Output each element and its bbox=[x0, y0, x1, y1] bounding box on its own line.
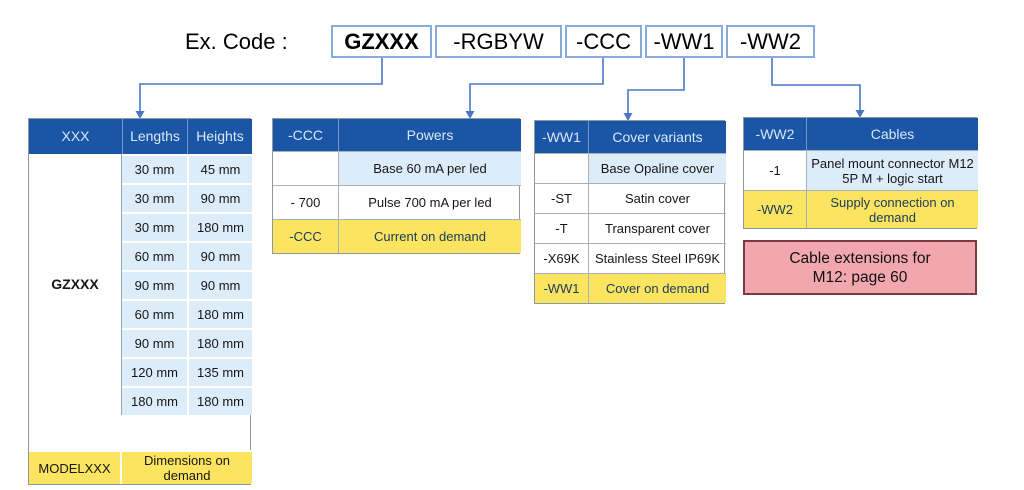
dim-length-cell: 30 mm bbox=[122, 183, 187, 212]
dim-height-cell: 135 mm bbox=[187, 357, 252, 386]
connector-line-ccc bbox=[469, 58, 604, 112]
dim-height-cell: 180 mm bbox=[187, 299, 252, 328]
dim-length-cell: 180 mm bbox=[122, 386, 187, 415]
covers-code-cell bbox=[535, 153, 588, 183]
covers-header-code: -WW1 bbox=[535, 121, 588, 153]
powers-code-cell: -CCC bbox=[273, 219, 338, 253]
powers-desc-cell: Current on demand bbox=[338, 219, 521, 253]
cable-extensions-note: Cable extensions for M12: page 60 bbox=[743, 240, 977, 295]
dim-height-cell: 45 mm bbox=[187, 154, 252, 183]
covers-code-cell: -WW1 bbox=[535, 273, 588, 303]
code-segment-ww2: -WW2 bbox=[726, 25, 815, 58]
powers-code-cell: - 700 bbox=[273, 185, 338, 219]
connector-line-gzxxx bbox=[139, 58, 383, 112]
covers-desc-cell: Transparent cover bbox=[588, 213, 726, 243]
note-line-2: M12: page 60 bbox=[812, 268, 908, 286]
dim-length-cell: 60 mm bbox=[122, 241, 187, 270]
cables-code-cell: -WW2 bbox=[744, 190, 806, 228]
connector-line-ww1 bbox=[627, 58, 685, 114]
powers-desc-cell: Base 60 mA per led bbox=[338, 151, 521, 185]
code-segment-ccc: -CCC bbox=[565, 25, 642, 58]
cables-desc-cell: Supply connection on demand bbox=[806, 190, 978, 228]
covers-table: -WW1 Cover variants Base Opaline cover -… bbox=[534, 120, 726, 304]
dim-length-cell: 30 mm bbox=[122, 154, 187, 183]
dim-height-cell: 90 mm bbox=[187, 241, 252, 270]
dimensions-header-heights: Heights bbox=[187, 119, 252, 154]
covers-desc-cell: Base Opaline cover bbox=[588, 153, 726, 183]
dim-length-cell: 90 mm bbox=[122, 270, 187, 299]
cables-header-desc: Cables bbox=[806, 118, 978, 150]
dim-length-cell: 30 mm bbox=[122, 212, 187, 241]
powers-header-code: -CCC bbox=[273, 119, 338, 151]
covers-code-cell: -T bbox=[535, 213, 588, 243]
dim-length-cell: 90 mm bbox=[122, 328, 187, 357]
covers-desc-cell: Stainless Steel IP69K bbox=[588, 243, 726, 273]
code-segment-gzxxx: GZXXX bbox=[331, 25, 432, 58]
covers-code-cell: -ST bbox=[535, 183, 588, 213]
dimensions-footer-desc: Dimensions on demand bbox=[122, 450, 252, 484]
cables-desc-cell: Panel mount connector M12 5P M + logic s… bbox=[806, 150, 978, 190]
code-segment-rgbyw: -RGBYW bbox=[435, 25, 562, 58]
powers-desc-cell: Pulse 700 mA per led bbox=[338, 185, 521, 219]
dimensions-header-code: XXX bbox=[29, 119, 122, 154]
dim-height-cell: 90 mm bbox=[187, 183, 252, 212]
dim-height-cell: 180 mm bbox=[187, 212, 252, 241]
dim-height-cell: 180 mm bbox=[187, 328, 252, 357]
code-segment-ww1: -WW1 bbox=[645, 25, 723, 58]
powers-header-desc: Powers bbox=[338, 119, 521, 151]
dimensions-header-lengths: Lengths bbox=[122, 119, 187, 154]
covers-code-cell: -X69K bbox=[535, 243, 588, 273]
dim-height-cell: 90 mm bbox=[187, 270, 252, 299]
dim-length-cell: 60 mm bbox=[122, 299, 187, 328]
dimensions-group-code: GZXXX bbox=[29, 154, 122, 415]
dim-height-cell: 180 mm bbox=[187, 386, 252, 415]
cables-header-code: -WW2 bbox=[744, 118, 806, 150]
example-code-label: Ex. Code : bbox=[185, 29, 288, 54]
cables-table: -WW2 Cables -1 Panel mount connector M12… bbox=[743, 117, 978, 229]
covers-header-desc: Cover variants bbox=[588, 121, 726, 153]
powers-code-cell bbox=[273, 151, 338, 185]
dimensions-footer-code: MODELXXX bbox=[29, 450, 122, 484]
covers-desc-cell: Cover on demand bbox=[588, 273, 726, 303]
connector-line-ww2 bbox=[771, 58, 861, 111]
dim-length-cell: 120 mm bbox=[122, 357, 187, 386]
powers-table: -CCC Powers Base 60 mA per led - 700 Pul… bbox=[272, 118, 521, 254]
covers-desc-cell: Satin cover bbox=[588, 183, 726, 213]
dimensions-table: XXX Lengths Heights GZXXX 30 mm 45 mm 30… bbox=[28, 118, 252, 485]
note-line-1: Cable extensions for bbox=[789, 249, 931, 267]
cables-code-cell: -1 bbox=[744, 150, 806, 190]
